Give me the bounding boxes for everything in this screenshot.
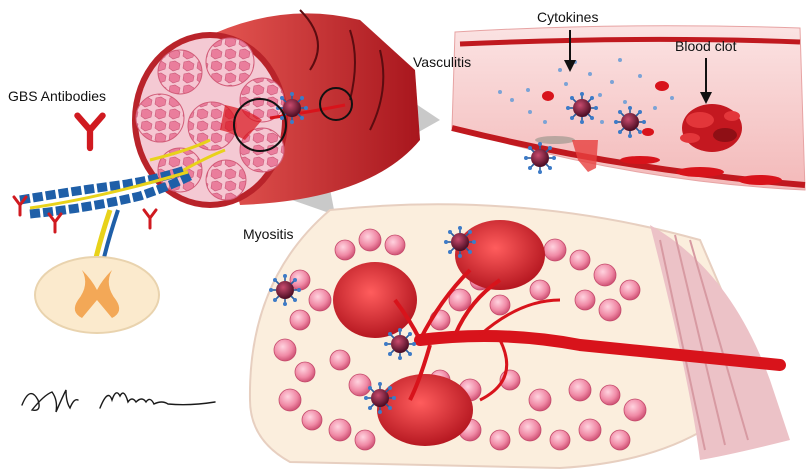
spinal-cord bbox=[35, 257, 159, 333]
vasculitis-label: Vasculitis bbox=[413, 54, 471, 70]
myositis-label: Myositis bbox=[243, 226, 294, 242]
gbs-antibodies-label: GBS Antibodies bbox=[8, 88, 106, 104]
signature bbox=[22, 390, 215, 412]
nerve bbox=[14, 170, 190, 262]
cytokines-label: Cytokines bbox=[537, 9, 598, 25]
gbs-antibody-icon bbox=[77, 116, 102, 148]
myositis-section bbox=[250, 204, 790, 468]
blood-clot-label: Blood clot bbox=[675, 38, 736, 54]
vasculitis-vessel bbox=[452, 26, 805, 190]
